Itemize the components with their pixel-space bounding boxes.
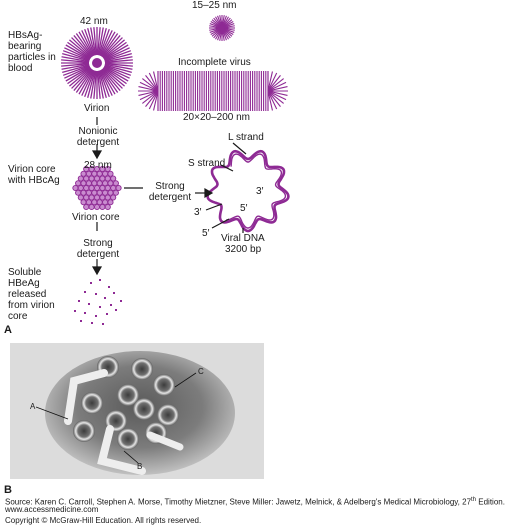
copyright-notice: Copyright © McGraw-Hill Education. All r…: [5, 516, 202, 525]
filament-size-label: 20×20–200 nm: [183, 112, 251, 123]
filamentous-particle-icon: [138, 71, 288, 111]
micrograph-label-a: A: [30, 402, 36, 411]
nonionic-detergent-label: Nonionic detergent: [76, 126, 120, 148]
three-prime-label-a: 3′: [256, 186, 264, 197]
strong-detergent-label-right: Strong detergent: [148, 181, 192, 203]
source-text: Source: Karen C. Carroll, Stephen A. Mor…: [5, 497, 472, 507]
micrograph-label-c: C: [198, 367, 204, 376]
small-particle-size-label: 15–25 nm: [192, 0, 237, 11]
hbsag-particles-label: HBsAg-bearing particles in blood: [8, 30, 56, 74]
virion-core-label: Virion core: [72, 212, 120, 223]
soluble-hbeag-label: Soluble HBeAg released from virion core: [8, 267, 55, 322]
micrograph-label-b: B: [137, 462, 143, 471]
five-prime-label-a: 5′: [240, 203, 248, 214]
electron-micrograph: A B C: [10, 343, 264, 479]
arrowhead: [204, 187, 214, 199]
viral-dna-label: Viral DNA: [221, 233, 265, 244]
small-spherical-particle-icon: [209, 15, 235, 41]
panel-b-label: B: [4, 484, 12, 496]
incomplete-virus-label: Incomplete virus: [178, 57, 251, 68]
arrowhead: [91, 150, 103, 160]
three-prime-label-b: 3′: [194, 207, 202, 218]
s-strand-label: S strand: [188, 158, 226, 169]
core-size-label: 28 nm: [84, 160, 112, 171]
arrowhead: [91, 266, 103, 276]
virion-particle-icon: [61, 27, 133, 99]
viral-dna-size-label: 3200 bp: [225, 244, 262, 255]
leader-line: [232, 142, 247, 155]
viral-dna-circle-icon: [206, 149, 290, 233]
source-url[interactable]: www.accessmedicine.com: [5, 505, 99, 514]
virion-core-hbcag-label: Virion core with HBcAg: [8, 164, 60, 186]
panel-a-label: A: [4, 324, 12, 336]
virion-core-icon: [72, 165, 122, 211]
virion-label: Virion: [84, 103, 110, 114]
micrograph-drawing: [10, 343, 264, 479]
source-superscript: th: [471, 497, 477, 503]
leader-line: [220, 164, 234, 172]
source-edition-text: Edition.: [476, 497, 505, 507]
strong-detergent-label-lower: Strong detergent: [76, 238, 120, 260]
hbeag-dots-icon: [74, 279, 122, 325]
five-prime-label-b: 5′: [202, 228, 210, 239]
leader-line: [211, 218, 230, 229]
virion-size-label: 42 nm: [80, 16, 108, 27]
leader-line: [205, 203, 223, 211]
l-strand-label: L strand: [228, 132, 264, 143]
source-citation: Source: Karen C. Carroll, Stephen A. Mor…: [5, 495, 505, 508]
